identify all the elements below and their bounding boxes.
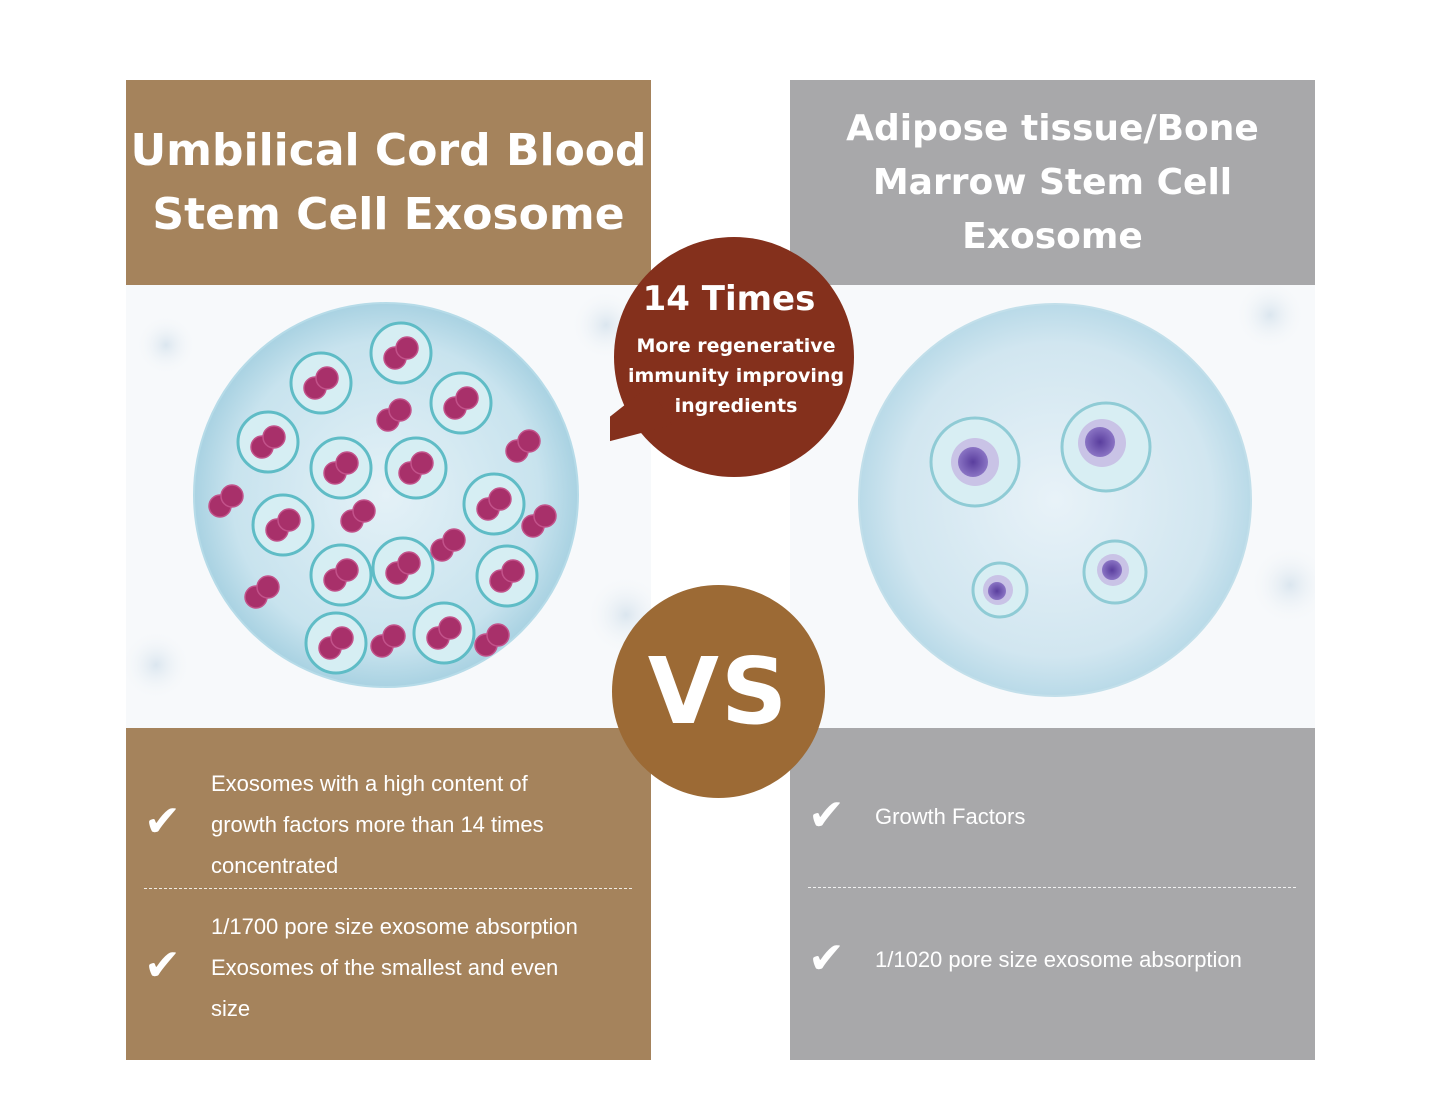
ringed-cell xyxy=(475,544,539,608)
left-cell-illustration xyxy=(126,285,651,728)
vs-badge: VS xyxy=(612,585,825,798)
right-feature-2: 1/1020 pore size exosome absorption xyxy=(875,947,1242,972)
cell-1 xyxy=(929,416,1021,508)
ringed-cell xyxy=(304,611,368,675)
right-feature-list: ✔ Growth Factors ✔ 1/1020 pore size exos… xyxy=(790,728,1315,1060)
free-cell xyxy=(505,429,541,463)
free-cell xyxy=(340,499,376,533)
adipose-exosome-image xyxy=(800,285,1315,697)
free-cell xyxy=(430,528,466,562)
left-header: Umbilical Cord Blood Stem Cell Exosome xyxy=(126,80,651,285)
ringed-cell xyxy=(384,436,448,500)
cell-4 xyxy=(1082,539,1148,605)
umbilical-exosome-image xyxy=(126,290,651,700)
left-feature-list: ✔ Exosomes with a high content of growth… xyxy=(126,728,651,1060)
ringed-cell xyxy=(309,543,373,607)
right-feature-1: Growth Factors xyxy=(875,804,1026,829)
ringed-cell xyxy=(309,436,373,500)
sphere-right xyxy=(858,303,1252,697)
free-cell xyxy=(370,624,406,658)
ringed-cell xyxy=(371,536,435,600)
ringed-cell xyxy=(369,321,433,385)
left-title: Umbilical Cord Blood Stem Cell Exosome xyxy=(130,124,647,240)
check-icon: ✔ xyxy=(808,790,845,841)
divider xyxy=(144,888,632,889)
divider xyxy=(808,887,1296,888)
right-header: Adipose tissue/Bone Marrow Stem Cell Exo… xyxy=(790,80,1315,285)
right-cell-illustration xyxy=(790,285,1315,728)
ringed-cell xyxy=(429,371,493,435)
check-icon: ✔ xyxy=(144,940,181,991)
ringed-cell xyxy=(412,601,476,665)
ringed-cell xyxy=(236,410,300,474)
check-icon: ✔ xyxy=(808,933,845,984)
free-cell xyxy=(208,484,244,518)
bubble-subtitle: More regenerative immunity improving ing… xyxy=(627,335,845,417)
left-feature-1: Exosomes with a high content of growth f… xyxy=(211,771,544,878)
ringed-cell xyxy=(289,351,353,415)
vs-label: VS xyxy=(647,638,790,745)
check-icon: ✔ xyxy=(144,796,181,847)
right-title: Adipose tissue/Bone Marrow Stem Cell Exo… xyxy=(846,107,1259,257)
ringed-cell xyxy=(462,472,526,536)
free-cell xyxy=(376,398,412,432)
left-feature-2: 1/1700 pore size exosome absorption Exos… xyxy=(211,914,578,1021)
ringed-cell xyxy=(251,493,315,557)
free-cell xyxy=(474,623,510,657)
free-cell xyxy=(521,504,557,538)
bubble-title: 14 Times xyxy=(642,279,816,319)
speech-bubble xyxy=(610,237,854,477)
cell-2 xyxy=(1060,401,1152,493)
cell-3 xyxy=(971,561,1029,619)
free-cell xyxy=(244,575,280,609)
